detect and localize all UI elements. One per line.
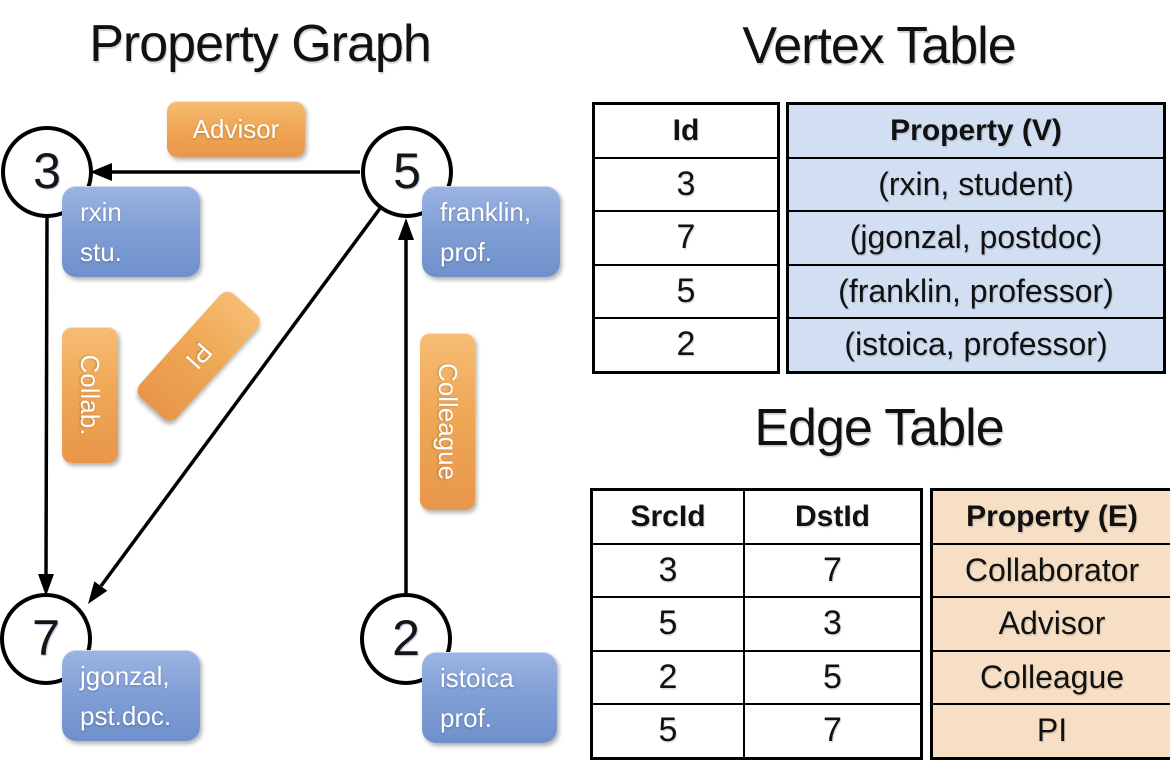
vertex-property-7-line2: pst.doc. <box>80 701 172 731</box>
arrowhead-2-5 <box>398 218 414 240</box>
vertex-property-2-line1: istoica <box>440 663 514 693</box>
vertex-row-property: (franklin, professor) <box>786 263 1166 319</box>
edge-row-property: Colleague <box>930 649 1170 705</box>
vertex-row-id: 2 <box>592 317 780 373</box>
arrowhead-3-7 <box>38 574 54 596</box>
vertex-table: Id 3 7 5 2 Property (V) (rxin, student) … <box>592 102 1166 374</box>
edge-label-colleague-text: Colleague <box>433 362 463 481</box>
edge-row-dst: 7 <box>743 542 923 598</box>
edge-col-header-srcid: SrcId <box>590 488 745 545</box>
vertex-property-box-2: istoica prof. <box>422 652 557 743</box>
vertex-property-5-line1: franklin, <box>440 197 532 227</box>
vertex-id-column: Id 3 7 5 2 <box>592 102 780 374</box>
property-graph-title: Property Graph <box>89 15 432 73</box>
vertex-row-id: 5 <box>592 263 780 319</box>
edge-label-collab: Collab. <box>62 327 118 463</box>
edge-row-dst: 7 <box>743 703 923 759</box>
edge-label-advisor-text: Advisor <box>192 113 280 144</box>
edge-col-header-dstid: DstId <box>743 488 923 545</box>
edge-row-property: PI <box>930 703 1170 759</box>
edge-property-column: Property (E) Collaborator Advisor Collea… <box>930 488 1170 760</box>
vertex-property-box-3: rxin stu. <box>62 186 200 277</box>
vertex-property-2-line2: prof. <box>440 703 493 733</box>
edge-label-collab-text: Collab. <box>75 354 106 436</box>
arrowhead-5-3 <box>90 163 112 181</box>
edge-row-src: 2 <box>590 649 745 705</box>
vertex-property-3-line2: stu. <box>80 237 122 267</box>
vertex-row-property: (istoica, professor) <box>786 317 1166 373</box>
edge-row-dst: 5 <box>743 649 923 705</box>
vertex-table-title: Vertex Table <box>742 17 1016 75</box>
vertex-row-id: 7 <box>592 210 780 266</box>
vertex-row-property: (rxin, student) <box>786 156 1166 212</box>
vertex-row-id: 3 <box>592 156 780 212</box>
vertex-property-3-line1: rxin <box>80 197 122 227</box>
edge-row-dst: 3 <box>743 596 923 652</box>
edge-row-property: Collaborator <box>930 542 1170 598</box>
edge-table-title: Edge Table <box>754 399 1004 457</box>
edge-line-3-7 <box>44 215 49 577</box>
edge-row-src: 3 <box>590 542 745 598</box>
vertex-property-column: Property (V) (rxin, student) (jgonzal, p… <box>786 102 1166 374</box>
vertex-property-5-line2: prof. <box>440 237 493 267</box>
vertex-row-property: (jgonzal, postdoc) <box>786 210 1166 266</box>
vertex-id-2: 2 <box>392 610 420 666</box>
edge-row-src: 5 <box>590 596 745 652</box>
vertex-property-box-5: franklin, prof. <box>422 186 560 277</box>
edge-col-header-property: Property (E) <box>930 488 1170 545</box>
edge-line-5-7 <box>99 205 383 588</box>
arrowhead-5-7 <box>88 581 108 604</box>
vertex-property-box-7: jgonzal, pst.doc. <box>62 650 200 741</box>
vertex-col-header-property: Property (V) <box>786 102 1166 159</box>
edge-row-src: 5 <box>590 703 745 759</box>
vertex-id-5: 5 <box>393 143 421 199</box>
edge-table: SrcId DstId 3 7 5 3 2 5 5 7 Property (E)… <box>590 488 1170 760</box>
edge-label-advisor: Advisor <box>167 101 305 157</box>
vertex-col-header-id: Id <box>592 102 780 159</box>
vertex-id-7: 7 <box>32 610 60 666</box>
vertex-property-7-line1: jgonzal, <box>80 661 170 691</box>
edge-row-property: Advisor <box>930 596 1170 652</box>
vertex-id-3: 3 <box>33 143 61 199</box>
edge-srcdst-columns: SrcId DstId 3 7 5 3 2 5 5 7 <box>590 488 923 760</box>
edge-label-colleague: Colleague <box>420 333 475 510</box>
